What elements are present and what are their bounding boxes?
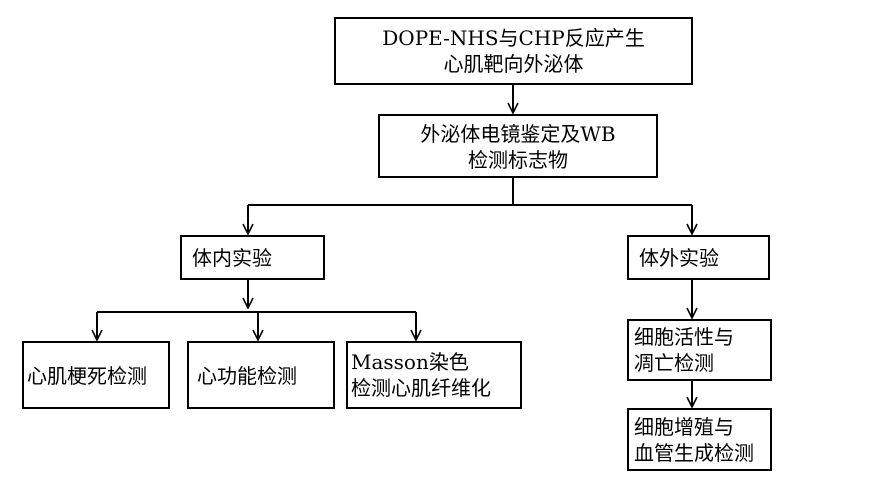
box-proliferation-angiogenesis-line1: 细胞增殖与 — [634, 415, 734, 439]
box-cardiac-function-label: 心功能检测 — [197, 364, 297, 388]
box-cardiac-function: 心功能检测 — [187, 341, 335, 409]
box-masson-staining: Masson染色 检测心肌纤维化 — [346, 341, 522, 409]
box-viability-apoptosis: 细胞活性与 凋亡检测 — [627, 319, 772, 381]
box-in-vitro-label: 体外实验 — [639, 246, 719, 270]
box-in-vivo: 体内实验 — [180, 235, 325, 280]
box-in-vivo-label: 体内实验 — [192, 246, 272, 270]
box-exosome-synthesis-line1: DOPE-NHS与CHP反应产生 — [382, 26, 645, 50]
box-exosome-synthesis-line2: 心肌靶向外泌体 — [443, 52, 584, 76]
box-viability-apoptosis-line1: 细胞活性与 — [634, 325, 734, 349]
box-in-vitro: 体外实验 — [627, 235, 770, 280]
box-exosome-identification-line1: 外泌体电镜鉴定及WB — [420, 122, 616, 146]
box-masson-staining-line2: 检测心肌纤维化 — [351, 376, 491, 400]
box-proliferation-angiogenesis: 细胞增殖与 血管生成检测 — [627, 408, 772, 471]
box-mi-detection: 心肌梗死检测 — [22, 341, 170, 409]
box-exosome-identification: 外泌体电镜鉴定及WB 检测标志物 — [378, 114, 658, 178]
box-masson-staining-line1: Masson染色 — [351, 350, 469, 374]
box-exosome-identification-line2: 检测标志物 — [468, 148, 568, 172]
box-exosome-synthesis: DOPE-NHS与CHP反应产生 心肌靶向外泌体 — [334, 17, 693, 85]
box-proliferation-angiogenesis-line2: 血管生成检测 — [634, 441, 754, 465]
box-viability-apoptosis-line2: 凋亡检测 — [634, 351, 714, 375]
box-mi-detection-label: 心肌梗死检测 — [27, 364, 147, 388]
